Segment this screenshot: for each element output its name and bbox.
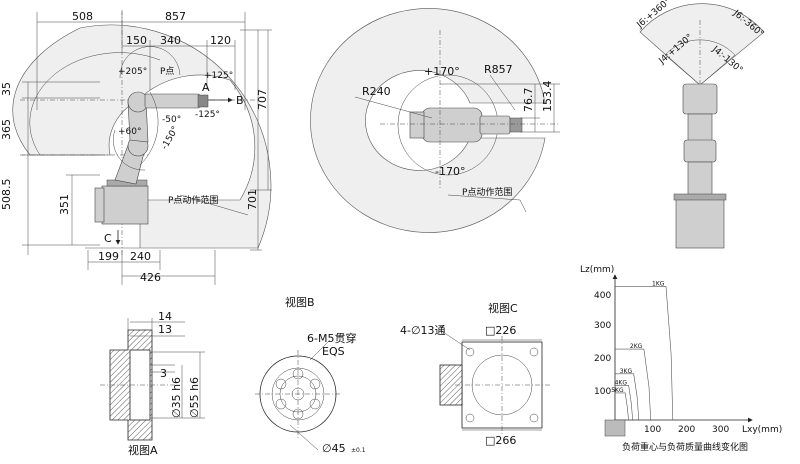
load-curve-3kg	[615, 373, 640, 421]
dim-199: 199	[98, 250, 119, 263]
dim-351: 351	[58, 194, 71, 215]
angle-plus60: +60°	[118, 127, 142, 137]
angle-minus50: -50°	[162, 115, 181, 125]
view-a-dia-55: ∅55 h6	[188, 377, 201, 418]
angle-minus170: -170°	[435, 165, 465, 178]
chart-xtick-200: 200	[678, 425, 695, 435]
view-a-dim-13: 13	[158, 323, 172, 336]
angle-plus170: +170°	[424, 65, 460, 78]
chart-ytick-400: 400	[594, 291, 611, 301]
chart-xtick-300: 300	[712, 425, 729, 435]
radius-r240: R240	[362, 85, 391, 98]
dim-240: 240	[130, 250, 151, 263]
angle-minus125: -125°	[195, 110, 220, 120]
top-robot	[409, 107, 523, 143]
label-a: A	[202, 81, 210, 94]
angle-plus205: +205°	[118, 67, 147, 77]
chart-ytick-300: 300	[594, 321, 611, 331]
j6-robot	[673, 83, 727, 249]
view-b-title: 视图B	[285, 295, 315, 309]
view-c-title: 视图C	[488, 301, 518, 315]
view-c-sq266: □266	[485, 434, 516, 447]
view-a-title: 视图A	[128, 443, 158, 457]
j6-view	[639, 3, 765, 250]
dim-120: 120	[210, 34, 231, 47]
load-curve-5kg	[615, 392, 629, 421]
view-a-dim-14: 14	[158, 310, 172, 323]
side-view	[12, 10, 272, 285]
view-a-dia-35: ∅35 h6	[170, 377, 183, 418]
view-c-sq226: □226	[485, 324, 516, 337]
view-a	[100, 318, 205, 441]
radius-r857: R857	[484, 63, 513, 76]
dim-365: 365	[0, 119, 13, 140]
dim-508: 508	[72, 10, 93, 23]
view-b	[255, 339, 341, 451]
side-robot	[94, 91, 209, 225]
label-c: C	[104, 232, 112, 245]
chart-ytick-100: 100	[594, 387, 611, 397]
angle-minus150: -150°	[160, 125, 181, 152]
load-curve-label-3kg: 3KG	[620, 368, 633, 375]
angle-plus125: +125°	[204, 71, 233, 81]
load-curve-1kg	[615, 286, 674, 421]
view-b-diameter: ∅45	[322, 442, 346, 455]
top-reach-envelope	[310, 8, 546, 233]
dim-857: 857	[165, 10, 186, 23]
label-p-point: P点	[160, 66, 174, 77]
load-curve-label-2kg: 2KG	[630, 343, 643, 350]
dim-701: 701	[246, 189, 259, 210]
dim-340: 340	[160, 34, 181, 47]
view-b-tol: ±0.1	[351, 447, 366, 454]
label-p-range-top: P点动作范围	[462, 186, 512, 198]
dim-707: 707	[256, 89, 269, 110]
label-b: B	[236, 94, 244, 107]
view-c	[439, 329, 550, 434]
view-c-holes: 4-∅13通	[400, 324, 446, 337]
dim-76-7: 76.7	[522, 88, 535, 113]
chart-xtick-100: 100	[644, 425, 661, 435]
load-curve-label-5kg: 5KG	[611, 387, 624, 394]
view-b-eqs: EQS	[322, 345, 345, 358]
load-curve-2kg	[615, 348, 651, 421]
view-b-bolts: 6-M5贯穿	[307, 331, 356, 345]
dim-153-4: 153.4	[541, 81, 554, 113]
dim-508-5: 508.5	[0, 179, 13, 211]
load-curve-label-4kg: 4KG	[615, 379, 628, 386]
top-view	[310, 8, 560, 233]
dim-150: 150	[126, 34, 147, 47]
view-a-dim-3: 3	[160, 367, 167, 380]
load-curve-4kg	[615, 385, 633, 421]
dim-426: 426	[140, 271, 161, 284]
load-curve-label-1kg: 1KG	[652, 280, 665, 287]
chart-xlabel: Lxy(mm)	[742, 425, 782, 435]
chart-ytick-200: 200	[594, 354, 611, 364]
label-p-range-side: P点动作范围	[168, 194, 218, 206]
side-reach-envelope	[12, 24, 272, 249]
chart-caption: 负荷重心与负荷质量曲线变化图	[622, 441, 748, 453]
dim-35: 35	[0, 82, 13, 96]
chart-ylabel: Lz(mm)	[580, 265, 614, 275]
